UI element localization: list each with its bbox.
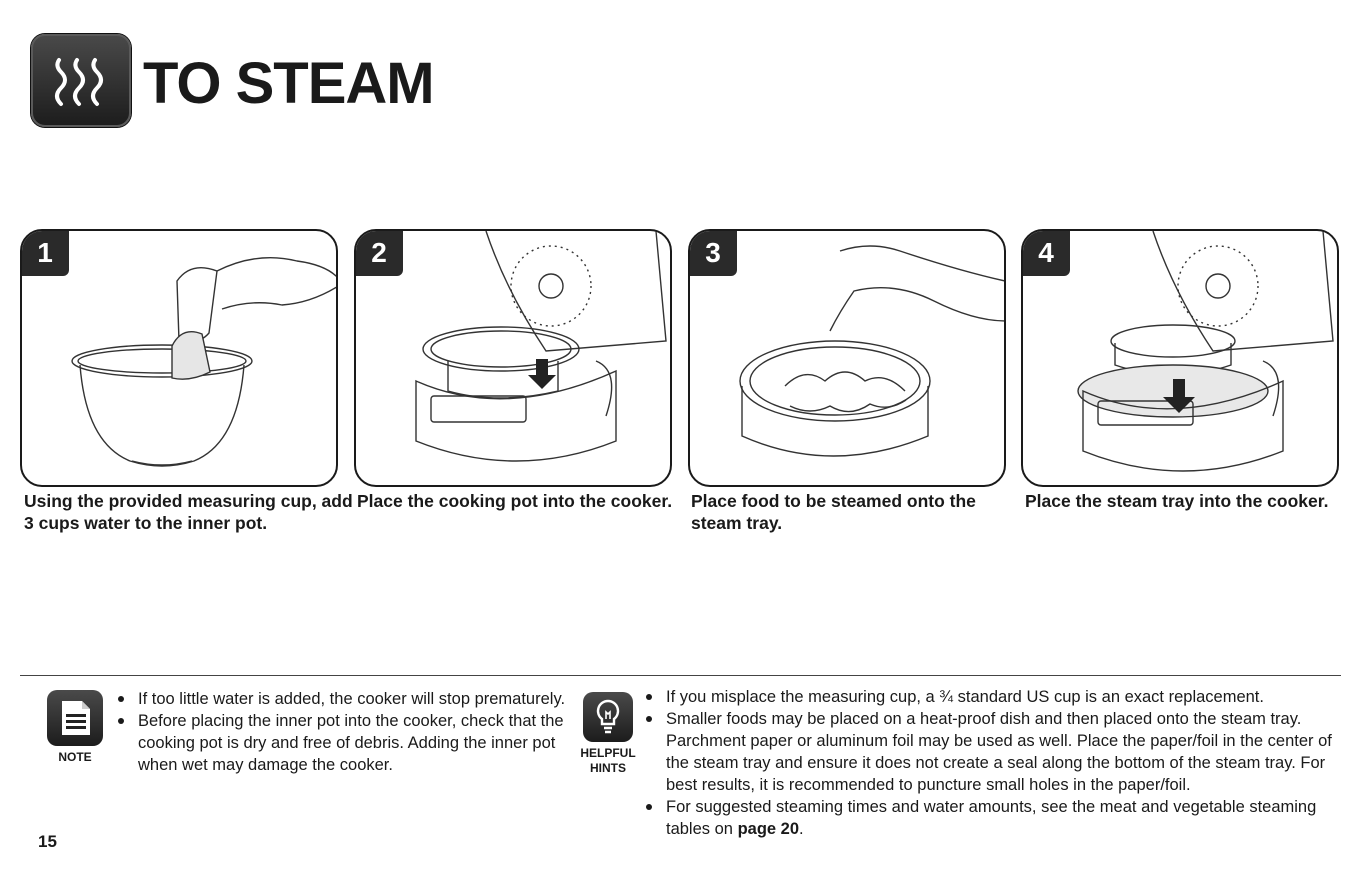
steam-tray-food-icon [739,245,1004,457]
hint-item-text: For suggested steaming times and water a… [666,798,1317,838]
note-list: If too little water is added, the cooker… [116,688,566,776]
helpful-hints-label-line2: HINTS [590,761,626,775]
page-number: 15 [38,832,57,851]
step-number-badge: 1 [22,231,69,276]
hint-item: Smaller foods may be placed on a heat-pr… [644,708,1334,796]
step-caption-4: Place the steam tray into the cooker. [1025,491,1329,511]
helpful-hints-label-line1: HELPFUL [580,746,636,760]
page-reference-link[interactable]: page 20 [737,820,800,838]
note-label: NOTE [58,750,92,764]
section-divider [20,675,1341,676]
hints-list: If you misplace the measuring cup, a ¾ s… [644,686,1334,840]
note-icon [47,690,103,746]
step-caption-3: Place food to be steamed onto the steam … [691,491,976,533]
cooker-with-pot-icon [415,231,667,462]
step-panel-3: 3 [688,229,1006,487]
hint-item: If you misplace the measuring cup, a ¾ s… [644,686,1334,708]
step-number-badge: 3 [690,231,737,276]
step-panel-1: 1 [20,229,338,487]
step-caption-1: Using the provided measuring cup, add 3 … [24,491,353,533]
note-item: Before placing the inner pot into the co… [116,710,566,776]
step-number-badge: 2 [356,231,403,276]
step-caption-2: Place the cooking pot into the cooker. [357,491,673,511]
steam-icon [31,34,131,127]
lightbulb-icon [583,692,633,742]
note-item: If too little water is added, the cooker… [116,688,566,710]
hint-item-suffix: . [799,820,804,838]
page-title: TO STEAM [143,51,435,116]
step-number-badge: 4 [1023,231,1070,276]
step-panel-4: 4 [1021,229,1339,487]
helpful-hints-label: HELPFUL HINTS [573,746,643,776]
cooker-with-tray-icon [1077,231,1334,472]
step-panel-2: 2 [354,229,672,487]
measuring-cup-pouring-icon [71,257,336,467]
hint-item: For suggested steaming times and water a… [644,796,1334,840]
